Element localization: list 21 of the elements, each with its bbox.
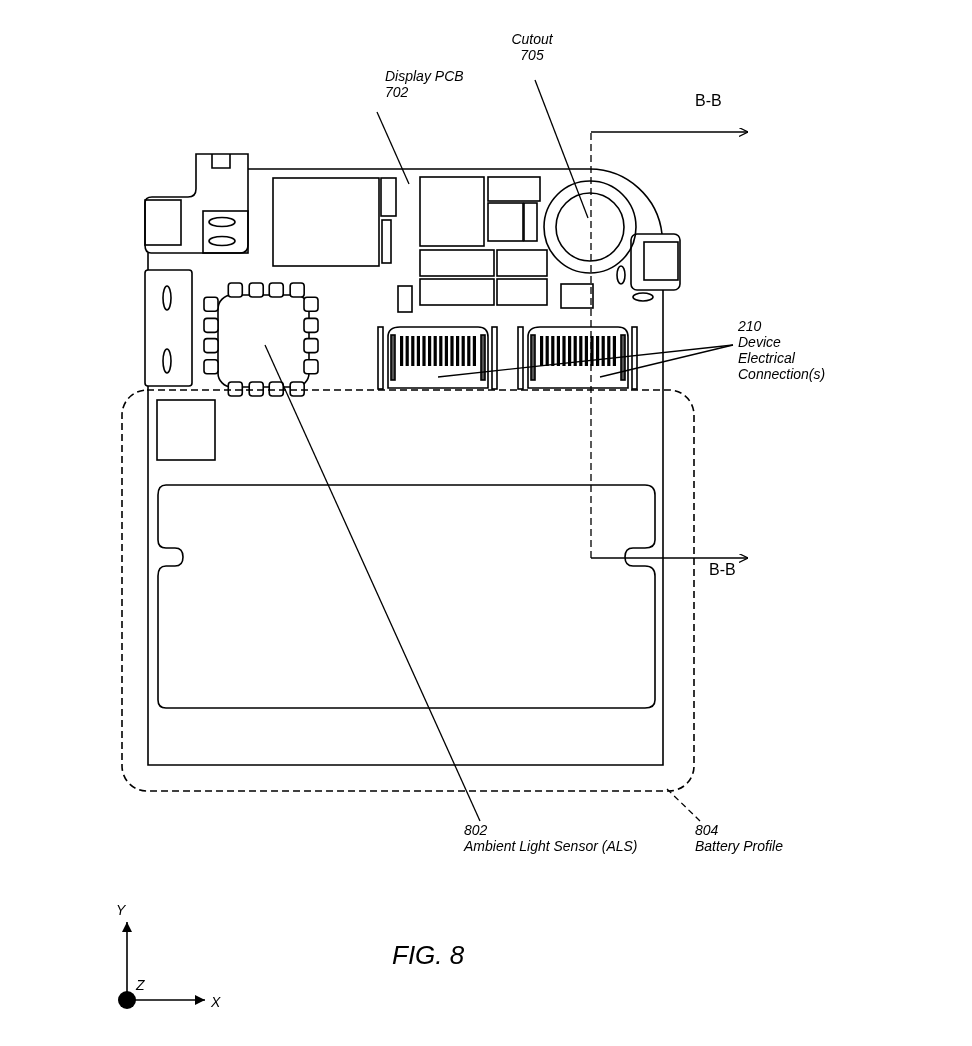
callout-label: 702 — [385, 84, 410, 101]
callout-label: Display PCB — [385, 68, 464, 85]
callout-label: Ambient Light Sensor (ALS) — [464, 838, 638, 855]
callout-label: 804 — [695, 822, 720, 839]
axis-label: X — [211, 994, 221, 1010]
section-label: B-B — [709, 561, 736, 579]
axis-label: Y — [116, 902, 126, 918]
callout-label: Battery Profile — [695, 838, 783, 855]
callout-label: 705 — [519, 47, 545, 64]
callout-label: Cutout — [510, 31, 554, 48]
section-label: B-B — [695, 92, 722, 110]
callout-label: Device Electrical Connection(s) — [738, 334, 827, 383]
axis-label: Z — [136, 977, 145, 993]
leader-line — [437, 344, 734, 378]
callout-label: 802 — [464, 822, 489, 839]
leader-line — [376, 111, 410, 185]
leader-line — [534, 79, 589, 219]
callout-label: 210 — [738, 318, 763, 335]
leader-line — [666, 788, 701, 822]
figure-caption: FIG. 8 — [392, 940, 465, 971]
leader-line — [599, 344, 734, 378]
